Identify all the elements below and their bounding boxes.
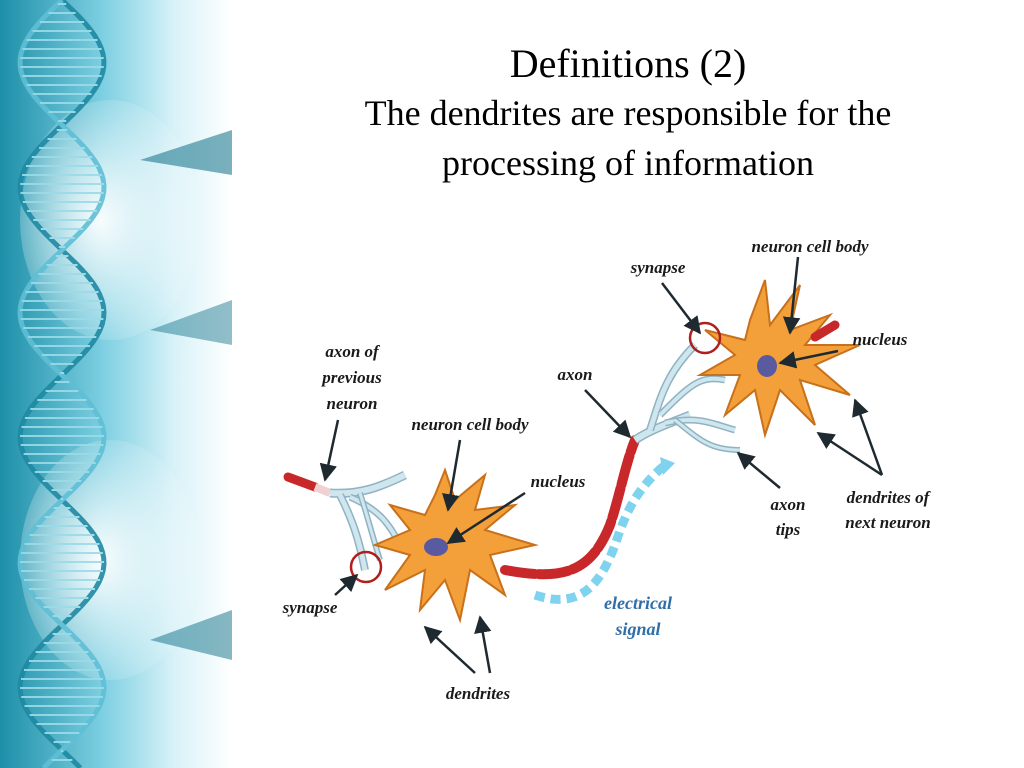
- label-axon: axon: [558, 365, 593, 384]
- subtitle-line-1: The dendrites are responsible for the: [364, 93, 892, 133]
- label-signal: signal: [614, 619, 660, 639]
- slide-subtitle: The dendrites are responsible for the pr…: [232, 88, 1024, 188]
- title-block: Definitions (2) The dendrites are respon…: [232, 40, 1024, 188]
- electrical-signal-arrow: [533, 457, 675, 604]
- left-neuron-cell-body: [372, 467, 539, 624]
- label-neuron: neuron: [326, 394, 377, 413]
- pointer-arrows: [319, 256, 884, 674]
- diagram-labels: axon of previous neuron neuron cell body…: [282, 237, 932, 703]
- label-cell-body-left: neuron cell body: [411, 415, 529, 434]
- helix-strand: [17, 0, 107, 768]
- label-axon-tips-2: tips: [776, 520, 801, 539]
- label-nucleus-left: nucleus: [531, 472, 586, 491]
- axon: [500, 435, 640, 580]
- helix-strand: [17, 0, 107, 768]
- left-nucleus: [424, 538, 448, 556]
- label-dendrites-next-2: next neuron: [845, 513, 931, 532]
- neuron-diagram: axon of previous neuron neuron cell body…: [282, 237, 932, 703]
- left-synapse-circle: [349, 550, 383, 584]
- axon-tips: [632, 342, 741, 453]
- label-cell-body-right: neuron cell body: [751, 237, 869, 256]
- label-dendrites-left: dendrites: [446, 684, 511, 703]
- label-previous: previous: [320, 368, 382, 387]
- previous-axon: [283, 470, 407, 571]
- label-axon-of: axon of: [325, 342, 381, 361]
- label-dendrites-next-1: dendrites of: [847, 488, 932, 507]
- subtitle-line-2: processing of information: [442, 143, 814, 183]
- right-nucleus: [757, 355, 777, 377]
- label-axon-tips-1: axon: [771, 495, 806, 514]
- dna-helix-illustration: [0, 0, 232, 768]
- label-electrical: electrical: [604, 593, 672, 613]
- label-synapse-right: synapse: [630, 258, 686, 277]
- dna-background-panel: [0, 0, 232, 768]
- slide-title: Definitions (2): [509, 41, 747, 86]
- label-nucleus-right: nucleus: [853, 330, 908, 349]
- right-neuron-cell-body: [696, 279, 861, 439]
- label-synapse-left: synapse: [282, 598, 338, 617]
- right-synapse-circle: [688, 321, 722, 355]
